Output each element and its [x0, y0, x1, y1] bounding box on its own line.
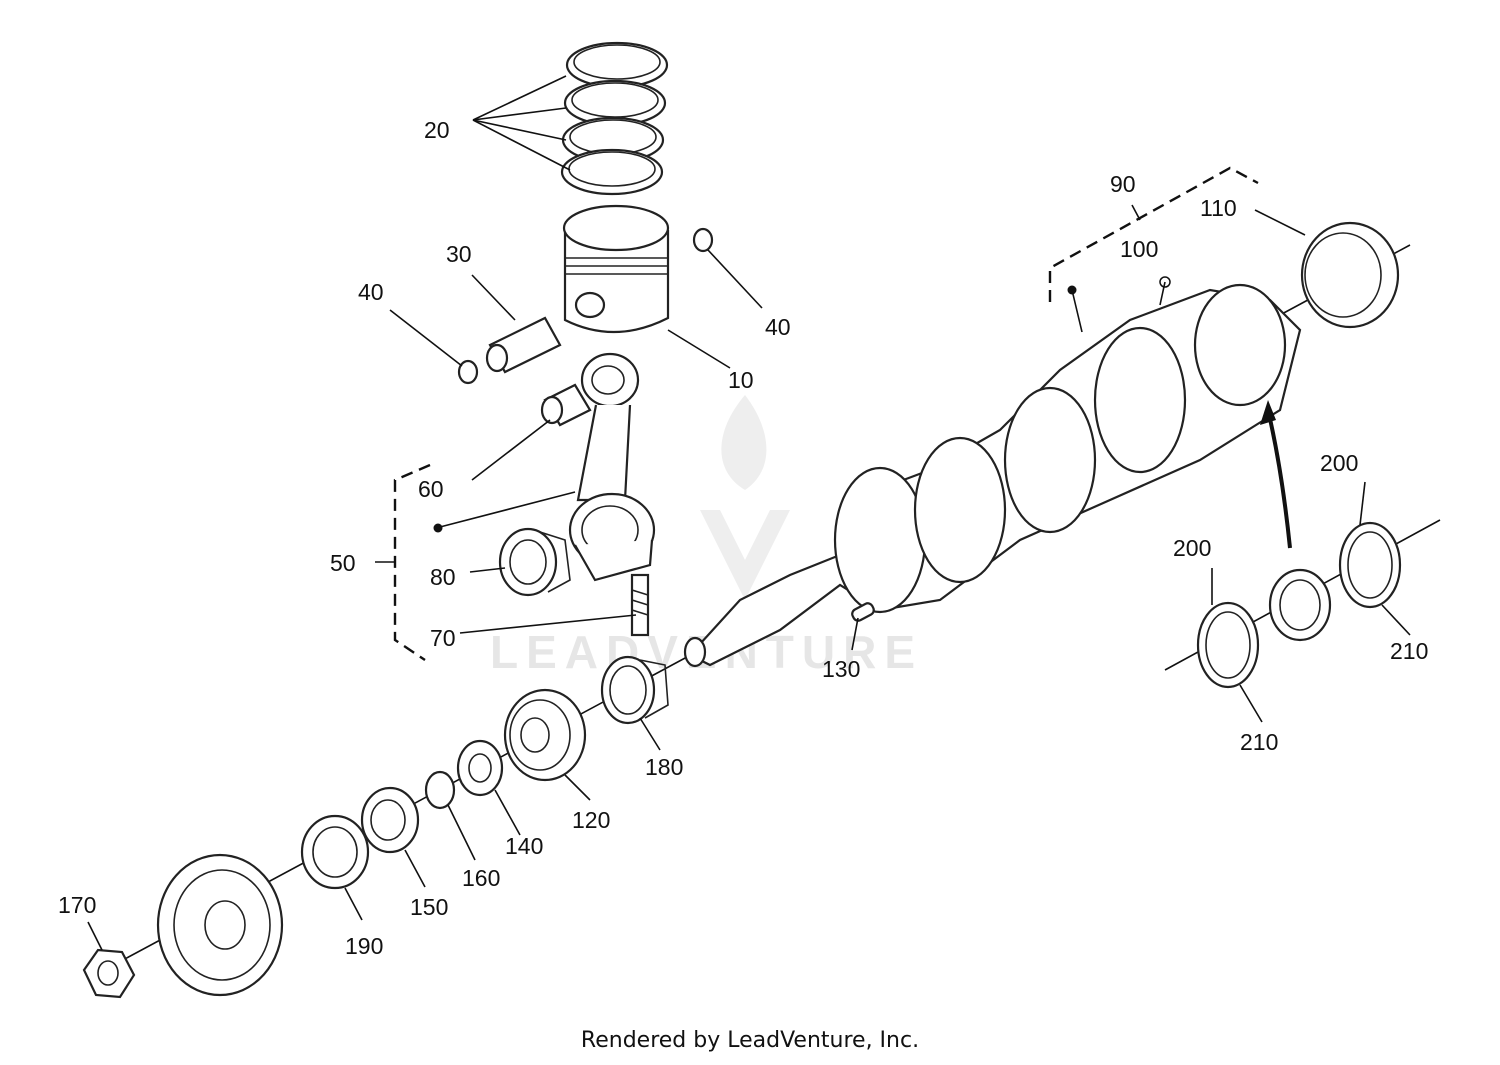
callout-70: 70: [430, 625, 456, 651]
snap-ring-right: [692, 227, 714, 253]
callout-120: 120: [572, 807, 610, 833]
callout-100: 100: [1120, 236, 1158, 262]
dot-50: [433, 523, 443, 533]
o-ring: [424, 770, 456, 810]
collar: [456, 739, 504, 797]
pulley-nut: [82, 948, 136, 999]
callout-20: 20: [424, 117, 450, 143]
thrust-washer-right: [1338, 521, 1402, 609]
callout-200-right: 200: [1320, 450, 1358, 476]
watermark-v-icon: [700, 510, 790, 600]
bracket-90: [1048, 166, 1259, 302]
bearing-180: [600, 655, 669, 725]
callout-160: 160: [462, 865, 500, 891]
callout-10: 10: [728, 367, 754, 393]
callout-170: 170: [58, 892, 96, 918]
thrust-washer-left: [1196, 601, 1260, 689]
callout-40-right: 40: [765, 314, 791, 340]
thrust-bearing: [1268, 568, 1332, 642]
callout-50: 50: [330, 550, 356, 576]
small-end-bushing: [540, 383, 592, 427]
callout-labels: 20 30 40 40 10 60 50 80 70 90 100 110 13…: [58, 117, 1428, 959]
big-end-bearing: [498, 527, 571, 597]
callout-140: 140: [505, 833, 543, 859]
oil-seal: [300, 814, 370, 890]
crank-pulley: [156, 853, 284, 997]
rod-bolt: [630, 573, 650, 637]
callout-40-left: 40: [358, 279, 384, 305]
crank-key: [851, 602, 875, 622]
assembly-arrow: [1260, 400, 1292, 549]
snap-ring-left: [457, 359, 479, 385]
crank-gear: [503, 688, 587, 782]
sleeve: [360, 786, 420, 854]
callout-110: 110: [1200, 195, 1237, 221]
piston: [562, 204, 670, 334]
callout-150: 150: [410, 894, 448, 920]
callout-190: 190: [345, 933, 383, 959]
callout-30: 30: [446, 241, 472, 267]
callout-210-left: 210: [1240, 729, 1278, 755]
piston-pin: [485, 316, 562, 374]
bracket-50: [375, 463, 431, 661]
watermark-flame-icon: [721, 395, 767, 490]
callout-60: 60: [418, 476, 444, 502]
piston-rings: [560, 41, 669, 196]
connecting-rod: [568, 352, 656, 582]
callout-90: 90: [1110, 171, 1136, 197]
footer-credit: Rendered by LeadVenture, Inc.: [580, 1028, 920, 1053]
crankshaft: [683, 283, 1302, 668]
callout-210-right: 210: [1390, 638, 1428, 664]
callout-130: 130: [822, 656, 860, 682]
callout-80: 80: [430, 564, 456, 590]
callout-180: 180: [645, 754, 683, 780]
callout-200-left: 200: [1173, 535, 1211, 561]
main-bearing: [1300, 221, 1400, 329]
leader-lines: [87, 75, 1411, 951]
